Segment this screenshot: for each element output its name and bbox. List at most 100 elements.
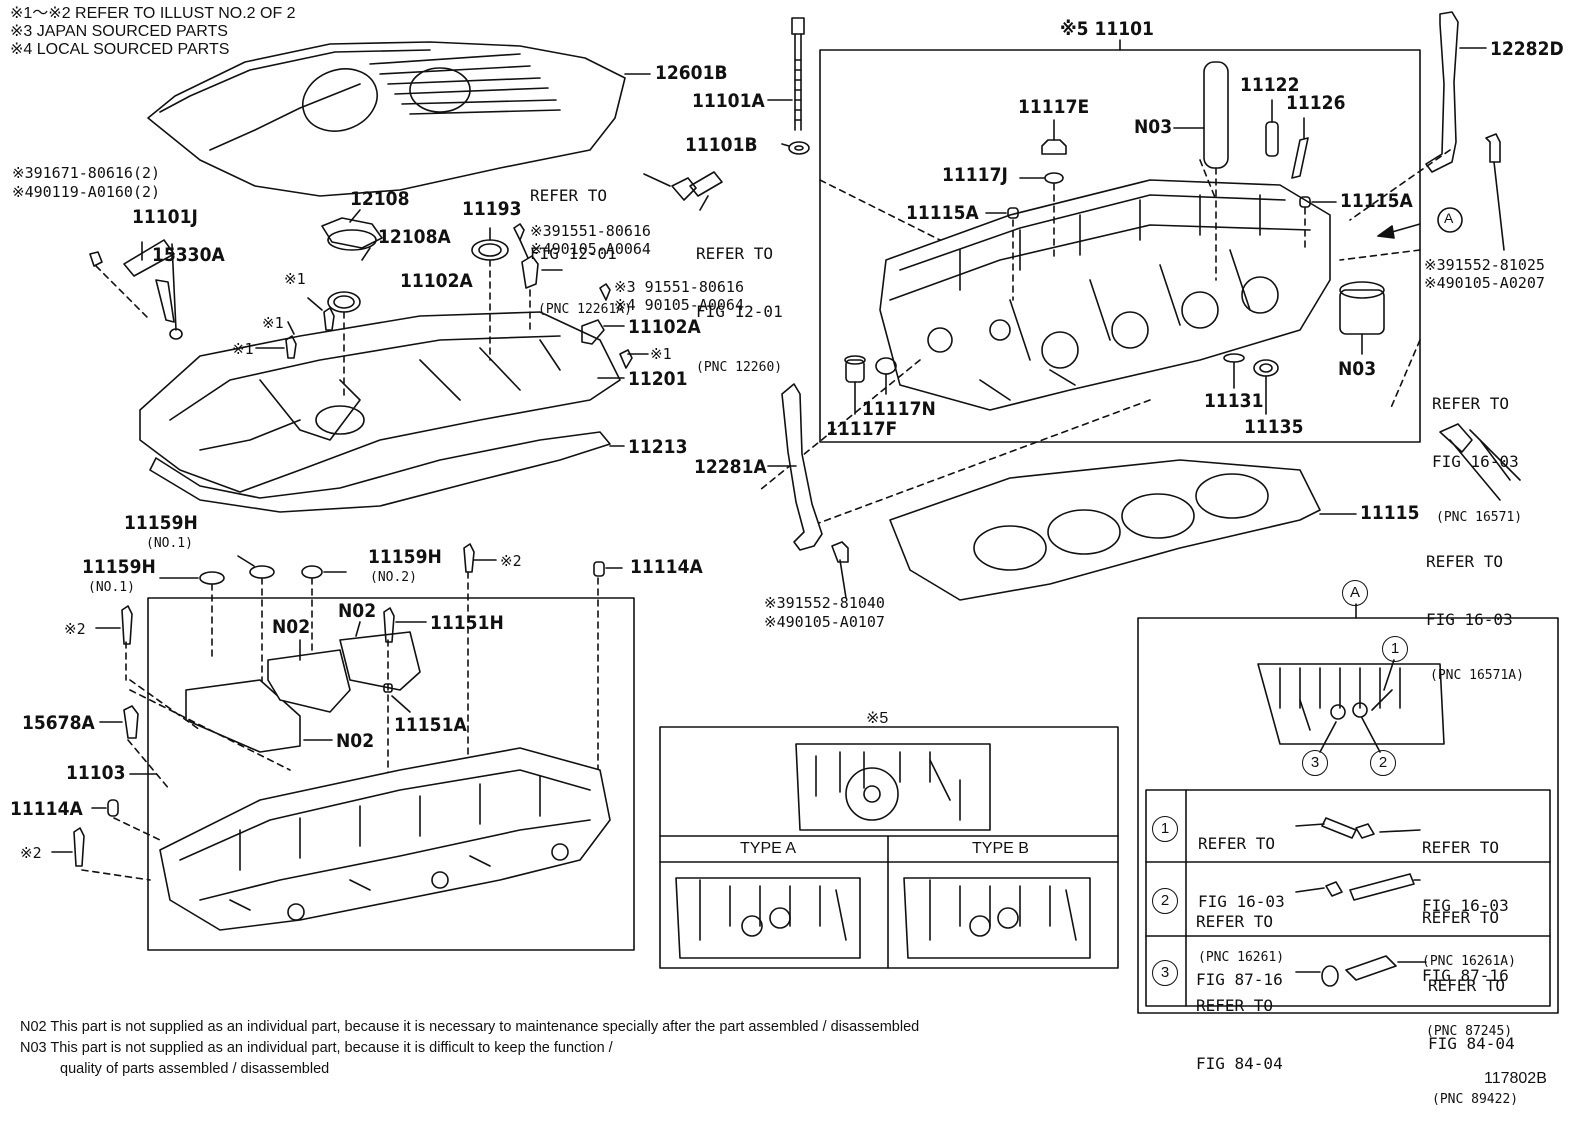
bolt-391551-80616[interactable]: ※391551-80616 bbox=[530, 222, 651, 240]
part-n02-middle[interactable]: N02 bbox=[272, 616, 311, 638]
refer-fig-12-01-b[interactable]: REFER TO FIG 12-01 (PNC 12260) bbox=[696, 206, 783, 394]
mark-ref-2b: ※2 bbox=[64, 620, 86, 638]
mark-ref-1d: ※1 bbox=[650, 345, 672, 363]
refer-fig-16-03-a-pnc: (PNC 16571) bbox=[1436, 509, 1523, 525]
bolt-391552-81040[interactable]: ※391552-81040 bbox=[764, 594, 885, 612]
inset-a-row-1-left-line1: REFER TO bbox=[1198, 834, 1276, 854]
refer-fig-16-03-b-line2: FIG 16-03 bbox=[1426, 609, 1513, 629]
mark-ref-2c: ※2 bbox=[20, 844, 42, 862]
part-11114a-lower[interactable]: 11114A bbox=[10, 798, 83, 820]
bolt-490119-a0160[interactable]: ※490119-A0160(2) bbox=[12, 183, 161, 201]
part-11115a-right[interactable]: 11115A bbox=[1340, 190, 1413, 212]
parts-diagram-drawing bbox=[51, 11, 1559, 1014]
part-11117n[interactable]: 11117N bbox=[862, 398, 936, 420]
part-11117e[interactable]: 11117E bbox=[1018, 96, 1090, 118]
bolt-90105-a0064[interactable]: ※4 90105-A0064 bbox=[614, 296, 744, 314]
part-11101j[interactable]: 11101J bbox=[132, 206, 198, 228]
part-11193[interactable]: 11193 bbox=[462, 198, 522, 220]
inset-a-row-1-right-line1: REFER TO bbox=[1422, 838, 1500, 858]
part-11159h-no1-lower[interactable]: 11159H bbox=[82, 556, 156, 578]
part-12108[interactable]: 12108 bbox=[350, 188, 410, 210]
header-note-2: ※3 JAPAN SOURCED PARTS bbox=[10, 23, 228, 40]
part-11135[interactable]: 11135 bbox=[1244, 416, 1304, 438]
arrow-a-marker: A bbox=[1444, 210, 1454, 226]
refer-fig-16-03-a-line1: REFER TO bbox=[1432, 394, 1510, 414]
part-11159h-no2[interactable]: 11159H bbox=[368, 546, 442, 568]
refer-fig-12-01-a-line2: FIG 12-01 bbox=[530, 243, 617, 263]
inset-a-row-3-number: 3 bbox=[1152, 960, 1178, 986]
inset-a-callout-3: 3 bbox=[1302, 750, 1328, 776]
part-11126[interactable]: 11126 bbox=[1286, 92, 1346, 114]
inset-a-row-1-left-line2: FIG 16-03 bbox=[1198, 891, 1285, 911]
bolt-490105-a0207[interactable]: ※490105-A0207 bbox=[1424, 274, 1545, 292]
part-11102a-lower[interactable]: 11102A bbox=[628, 316, 701, 338]
footnote-n03-continued: quality of parts assembled / disassemble… bbox=[60, 1061, 330, 1077]
valve-cover-drawing bbox=[139, 311, 621, 493]
part-11117j[interactable]: 11117J bbox=[942, 164, 1008, 186]
part-11159h-no1-upper-note: (NO.1) bbox=[146, 536, 193, 551]
inset-5-top-drawing bbox=[795, 743, 991, 831]
bolt-391552-81025[interactable]: ※391552-81025 bbox=[1424, 256, 1545, 274]
inset-a-frame bbox=[1137, 617, 1559, 1014]
engine-cover-drawing bbox=[147, 41, 626, 197]
inset-a-row-3-right-pnc: (PNC 89422) bbox=[1432, 1091, 1519, 1107]
part-11201[interactable]: 11201 bbox=[628, 368, 688, 390]
camshaft-housing-drawing bbox=[159, 747, 611, 931]
part-11213[interactable]: 11213 bbox=[628, 436, 688, 458]
inset-a-row-1-number: 1 bbox=[1152, 816, 1178, 842]
inset-a-row-2-right[interactable]: REFER TO FIG 87-16 (PNC 87245) bbox=[1422, 870, 1512, 1058]
part-n03-tube[interactable]: N03 bbox=[1134, 116, 1173, 138]
refer-fig-16-03-a-line2: FIG 16-03 bbox=[1432, 451, 1519, 471]
bolt-490105-a0064[interactable]: ※490105-A0064 bbox=[530, 240, 651, 258]
refer-fig-12-01-a[interactable]: REFER TO FIG 12-01 (PNC 12261A) bbox=[530, 148, 632, 336]
part-11114a-upper[interactable]: 11114A bbox=[630, 556, 703, 578]
inset-a-row-1-right[interactable]: REFER TO FIG 16-03 (PNC 16261A) bbox=[1422, 800, 1516, 988]
part-12108a[interactable]: 12108A bbox=[378, 226, 451, 248]
inset-a-row-1-left[interactable]: REFER TO FIG 16-03 (PNC 16261) bbox=[1198, 796, 1285, 984]
bolt-391671-80616[interactable]: ※391671-80616(2) bbox=[12, 164, 161, 182]
part-15678a[interactable]: 15678A bbox=[22, 712, 95, 734]
part-n02-lower[interactable]: N02 bbox=[336, 730, 375, 752]
part-11115a-left[interactable]: 11115A bbox=[906, 202, 979, 224]
inset-a-row-1-left-pnc: (PNC 16261) bbox=[1198, 949, 1285, 965]
inset-5-title: ※5 bbox=[866, 710, 889, 727]
part-11131[interactable]: 11131 bbox=[1204, 390, 1264, 412]
inset-a-row-3-left-line1: REFER TO bbox=[1196, 996, 1274, 1016]
inset-a-row-3-left-line2: FIG 84-04 bbox=[1196, 1053, 1283, 1073]
mark-ref-1a: ※1 bbox=[284, 270, 306, 288]
footnote-n03: N03 This part is not supplied as an indi… bbox=[20, 1040, 613, 1056]
part-11151a[interactable]: 11151A bbox=[394, 714, 467, 736]
part-11103[interactable]: 11103 bbox=[66, 762, 126, 784]
inset-a-row-3-left[interactable]: REFER TO FIG 84-04 bbox=[1196, 958, 1283, 1092]
part-12282d[interactable]: 12282D bbox=[1490, 38, 1564, 60]
part-11102a-upper[interactable]: 11102A bbox=[400, 270, 473, 292]
part-15330a[interactable]: 15330A bbox=[152, 244, 225, 266]
inset-a-row-2-right-line2: FIG 87-16 bbox=[1422, 965, 1509, 985]
refer-fig-16-03-b[interactable]: REFER TO FIG 16-03 (PNC 16571A) bbox=[1426, 514, 1524, 702]
inset-5-type-b-drawing bbox=[903, 877, 1091, 959]
refer-fig-16-03-a[interactable]: REFER TO FIG 16-03 (PNC 16571) bbox=[1432, 356, 1522, 544]
part-11115[interactable]: 11115 bbox=[1360, 502, 1420, 524]
inset-a-row-2-left[interactable]: REFER TO FIG 87-16 bbox=[1196, 874, 1283, 1008]
part-12281a[interactable]: 12281A bbox=[694, 456, 767, 478]
inset-a-row-3-right[interactable]: REFER TO FIG 84-04 (PNC 89422) bbox=[1428, 938, 1518, 1126]
inset-5-type-b: TYPE B bbox=[972, 840, 1029, 857]
part-11117f[interactable]: 11117F bbox=[826, 418, 898, 440]
header-note-1: ※1〜※2 REFER TO ILLUST NO.2 OF 2 bbox=[10, 5, 296, 22]
inset-a-row-2-left-line2: FIG 87-16 bbox=[1196, 969, 1283, 989]
part-n02-upper[interactable]: N02 bbox=[338, 600, 377, 622]
part-n03-plug[interactable]: N03 bbox=[1338, 358, 1377, 380]
refer-fig-12-01-a-pnc: (PNC 12261A) bbox=[538, 301, 632, 317]
part-11101[interactable]: ※5 11101 bbox=[1060, 18, 1154, 40]
bolt-91551-80616[interactable]: ※3 91551-80616 bbox=[614, 278, 744, 296]
bolt-490105-a0107[interactable]: ※490105-A0107 bbox=[764, 613, 885, 631]
part-12601b[interactable]: 12601B bbox=[655, 62, 728, 84]
part-11122[interactable]: 11122 bbox=[1240, 74, 1300, 96]
cylinder-head-drawing bbox=[879, 179, 1331, 411]
part-11101a[interactable]: 11101A bbox=[692, 90, 765, 112]
part-11101b[interactable]: 11101B bbox=[685, 134, 758, 156]
part-11151h[interactable]: 11151H bbox=[430, 612, 504, 634]
inset-a-row-1-right-pnc: (PNC 16261A) bbox=[1422, 953, 1516, 969]
mark-ref-1b: ※1 bbox=[262, 314, 284, 332]
part-11159h-no1-upper[interactable]: 11159H bbox=[124, 512, 198, 534]
